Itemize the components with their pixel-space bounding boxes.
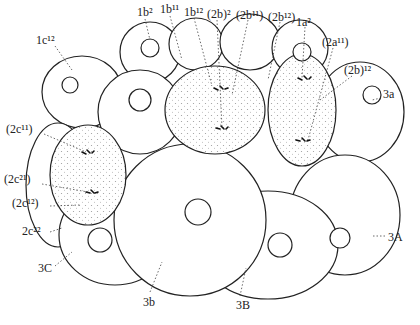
- cell-label: 3B: [236, 299, 250, 311]
- cell-label: 1b¹²: [184, 6, 203, 18]
- cell-label: 1c¹²: [36, 34, 55, 46]
- cell-label: 3C: [38, 262, 52, 274]
- cell-label: (2c²¹): [4, 173, 31, 185]
- cell-label: 1b²: [137, 6, 153, 18]
- cell-label: 3a: [383, 88, 394, 100]
- cell-label: 1a²: [296, 16, 311, 28]
- cell-label: 3A: [388, 231, 403, 243]
- cell-label: (2b)²: [207, 8, 231, 20]
- cell-label: 2c²²: [22, 225, 41, 237]
- cell-label: (2b¹²): [268, 11, 295, 23]
- cell-label: (2a¹¹): [322, 36, 349, 48]
- cell-label: (2b)¹²: [344, 64, 371, 76]
- cell-label: 1b¹¹: [160, 3, 179, 15]
- cell-label: 3b: [143, 296, 155, 308]
- cell-label: (2b¹¹): [236, 9, 263, 21]
- cell-label: (2c¹²): [12, 197, 39, 209]
- cell-label: (2c¹¹): [6, 123, 33, 135]
